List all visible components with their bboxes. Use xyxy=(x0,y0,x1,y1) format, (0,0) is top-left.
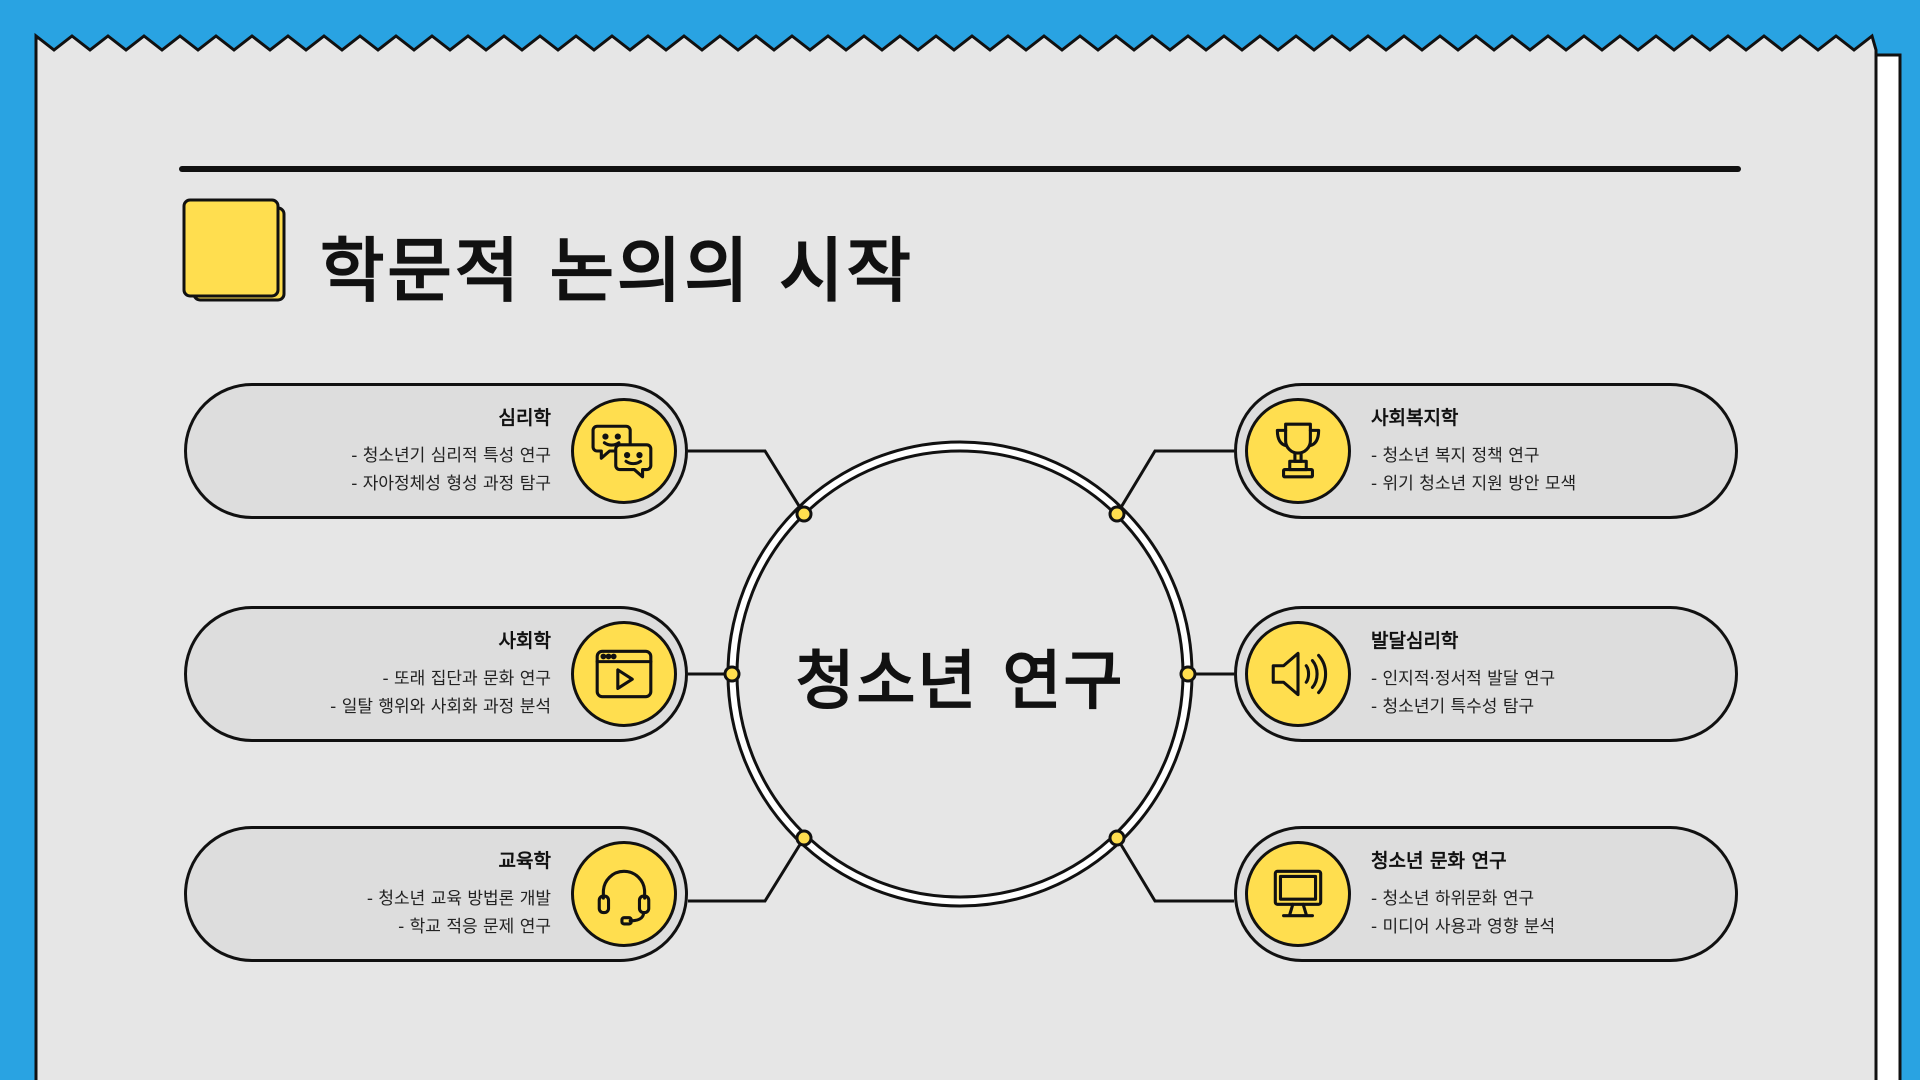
dot-bottom-left xyxy=(795,829,813,847)
node-line: - 학교 적응 문제 연구 xyxy=(398,917,551,937)
connector-dots xyxy=(723,505,1197,847)
icon-badge xyxy=(571,398,677,504)
center-label: 청소년 연구 xyxy=(795,645,1125,719)
node-psychology: 심리학 - 청소년기 심리적 특성 연구 - 자아정체성 형성 과정 탐구 xyxy=(184,383,688,519)
node-title: 교육학 xyxy=(498,850,551,872)
node-education: 교육학 - 청소년 교육 방법론 개발 - 학교 적응 문제 연구 xyxy=(184,826,688,962)
node-title: 심리학 xyxy=(498,407,551,429)
node-text: 사회복지학 - 청소년 복지 정책 연구 - 위기 청소년 지원 방안 모색 xyxy=(1371,406,1576,498)
dot-top-left xyxy=(795,505,813,523)
icon-badge xyxy=(1245,841,1351,947)
node-sociology: 사회학 - 또래 집단과 문화 연구 - 일탈 행위와 사회화 과정 분석 xyxy=(184,606,688,742)
node-line: - 인지적·정서적 발달 연구 xyxy=(1371,669,1556,689)
speaker-icon xyxy=(1271,651,1328,697)
dot-top-right xyxy=(1108,505,1126,523)
dot-bottom-right xyxy=(1108,829,1126,847)
node-text: 교육학 - 청소년 교육 방법론 개발 - 학교 적응 문제 연구 xyxy=(367,849,551,941)
node-youth-culture: 청소년 문화 연구 - 청소년 하위문화 연구 - 미디어 사용과 영향 분석 xyxy=(1234,826,1738,962)
icon-badge xyxy=(571,841,677,947)
node-line: - 청소년 복지 정책 연구 xyxy=(1371,446,1540,466)
connectors xyxy=(688,449,1234,903)
title-square-front xyxy=(182,198,280,298)
node-line: - 청소년기 특수성 탐구 xyxy=(1371,697,1535,717)
node-text: 심리학 - 청소년기 심리적 특성 연구 - 자아정체성 형성 과정 탐구 xyxy=(351,406,551,498)
node-developmental-psychology: 발달심리학 - 인지적·정서적 발달 연구 - 청소년기 특수성 탐구 xyxy=(1234,606,1738,742)
node-title: 청소년 문화 연구 xyxy=(1371,850,1507,872)
node-title: 발달심리학 xyxy=(1371,630,1459,652)
connector-education xyxy=(688,837,806,903)
connector-youth-culture xyxy=(1115,837,1234,903)
connector-social-welfare xyxy=(1115,449,1234,515)
node-line: - 청소년 교육 방법론 개발 xyxy=(366,889,551,909)
node-title: 사회학 xyxy=(498,630,551,652)
node-title: 사회복지학 xyxy=(1371,407,1459,429)
page-title: 학문적 논의의 시작 xyxy=(320,230,914,312)
node-line: - 청소년 하위문화 연구 xyxy=(1371,889,1535,909)
icon-badge xyxy=(571,621,677,727)
node-line: - 자아정체성 형성 과정 탐구 xyxy=(351,474,551,494)
monitor-icon xyxy=(1273,869,1323,918)
video-player-icon xyxy=(595,649,653,699)
node-text: 청소년 문화 연구 - 청소년 하위문화 연구 - 미디어 사용과 영향 분석 xyxy=(1371,849,1555,941)
connector-psychology xyxy=(688,449,806,515)
dot-left xyxy=(723,665,741,683)
icon-badge xyxy=(1245,621,1351,727)
trophy-icon xyxy=(1275,422,1321,479)
headset-icon xyxy=(597,869,651,926)
node-social-welfare: 사회복지학 - 청소년 복지 정책 연구 - 위기 청소년 지원 방안 모색 xyxy=(1234,383,1738,519)
node-text: 사회학 - 또래 집단과 문화 연구 - 일탈 행위와 사회화 과정 분석 xyxy=(330,629,551,721)
icon-badge xyxy=(1245,398,1351,504)
node-line: - 일탈 행위와 사회화 과정 분석 xyxy=(330,697,551,717)
node-line: - 미디어 사용과 영향 분석 xyxy=(1371,917,1556,937)
dot-right xyxy=(1179,665,1197,683)
node-line: - 청소년기 심리적 특성 연구 xyxy=(351,446,551,466)
chat-bubbles-icon xyxy=(591,424,653,479)
node-text: 발달심리학 - 인지적·정서적 발달 연구 - 청소년기 특수성 탐구 xyxy=(1371,629,1555,721)
node-line: - 또래 집단과 문화 연구 xyxy=(382,669,551,689)
node-line: - 위기 청소년 지원 방안 모색 xyxy=(1371,474,1577,494)
